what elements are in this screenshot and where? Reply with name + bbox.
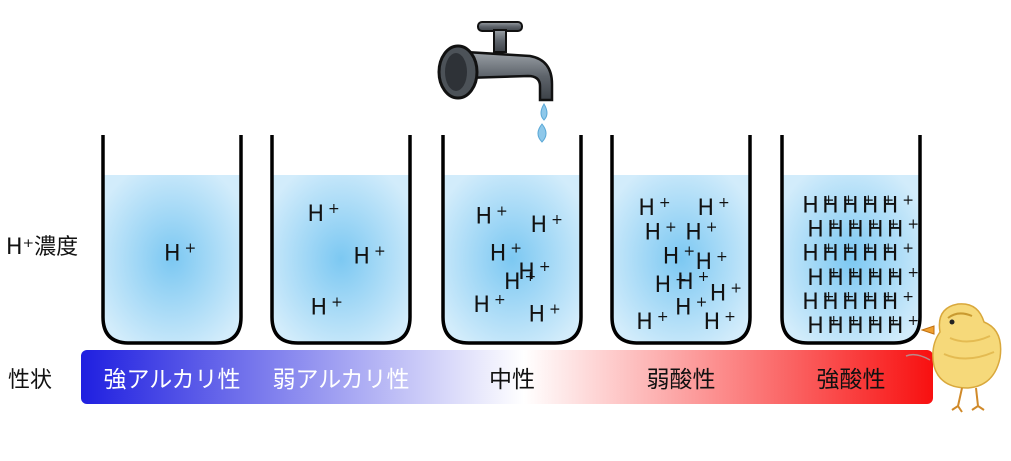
h-ion-label: H+: [822, 241, 854, 267]
h-ion-label: H+: [528, 302, 560, 328]
scale-label: 強アルカリ性: [103, 367, 240, 393]
h-ion-label: H+: [473, 292, 505, 318]
h-ion-label: H+: [353, 243, 385, 269]
h-ion-label: H+: [697, 195, 729, 221]
beaker: H+H+H+H+H+H+H+H+H+H+H+H+: [610, 135, 752, 345]
h-ion-label: H+: [675, 295, 707, 321]
beaker-water: [443, 175, 581, 343]
h-ion-label: H+: [636, 309, 668, 335]
h-ion-label: H+: [695, 249, 727, 275]
h-ion-label: H+: [704, 309, 736, 335]
h-ion-label: H+: [862, 289, 894, 315]
beaker-outline: [101, 135, 243, 345]
beaker-water: [782, 175, 920, 343]
h-ion-label: H+: [638, 195, 670, 221]
h-ion-label: H+: [847, 265, 879, 291]
beaker-group: H+H+H+H+H+H+H+H+H+H+H+H+H+H+H+H+H+H+H+H+…: [101, 135, 922, 345]
beaker: H+ H+ H+: [270, 135, 412, 345]
concentration-row-label: H⁺濃度: [6, 235, 78, 260]
h-ion-label: H+: [867, 313, 899, 339]
h-ion-label: H+: [822, 289, 854, 315]
h-ion-label: H+: [164, 241, 196, 267]
faucet-icon: [437, 21, 554, 102]
beaker-water: [103, 175, 241, 343]
h-ion-label: H+: [867, 217, 899, 243]
h-ion-label: H+: [882, 241, 914, 267]
h-ion-label: H+: [887, 265, 919, 291]
beaker-outline: [270, 135, 412, 345]
h-ion-label: H+: [882, 289, 914, 315]
h-ion-label: H+: [862, 192, 894, 218]
beaker-water: [612, 175, 750, 343]
h-ion-label: H+: [887, 217, 919, 243]
h-ion-label: H+: [842, 192, 874, 218]
h-ion-label: H+: [663, 243, 695, 269]
property-row-label: 性状: [8, 368, 52, 393]
h-ion-label: H+: [882, 192, 914, 218]
h-ion-label: H+: [685, 219, 717, 245]
beaker-outline: [780, 135, 922, 345]
h-ion-label: H+: [887, 313, 919, 339]
water-drop-icon: [537, 103, 548, 143]
h-ion-label: H+: [308, 201, 340, 227]
scale-label: 強酸性: [817, 367, 886, 393]
h-ion-label: H+: [710, 280, 742, 306]
beaker: H+H+H+H+H+H+H+: [441, 135, 583, 345]
beaker: H+: [101, 135, 243, 345]
h-ion-label: H+: [842, 241, 874, 267]
h-ion-label: H+: [475, 204, 507, 230]
property-scale-labels: 強アルカリ性 弱アルカリ性 中性 弱酸性 強酸性: [103, 367, 885, 393]
h-ion-label: H+: [827, 313, 859, 339]
h-ion-label: H+: [807, 265, 839, 291]
h-ion-label: H+: [802, 241, 834, 267]
beaker-outline: [441, 135, 583, 345]
h-ion-label: H+: [807, 313, 839, 339]
h-ion-label: H+: [842, 289, 874, 315]
scale-label: 中性: [489, 367, 535, 393]
h-ion-label: H+: [802, 192, 834, 218]
chick-icon: [905, 303, 1002, 413]
h-ion-label: H+: [847, 313, 879, 339]
h-ion-label: H+: [822, 192, 854, 218]
beaker-water: [272, 175, 410, 343]
h-ion-label: H+: [531, 212, 563, 238]
h-ion-label: H+: [827, 265, 859, 291]
h-ion-label: H+: [827, 217, 859, 243]
h-ion-label: H+: [311, 295, 343, 321]
property-scale-bar: [81, 350, 933, 404]
beaker-outline: [610, 135, 752, 345]
h-ion-label: H+: [802, 289, 834, 315]
scale-label: 弱酸性: [647, 367, 716, 393]
h-ion-label: H+: [518, 259, 550, 285]
h-ion-label: H+: [867, 265, 899, 291]
h-ion-label: H+: [807, 217, 839, 243]
beaker: H+H+H+H+H+H+H+H+H+H+H+H+H+H+H+H+H+H+H+H+…: [780, 135, 922, 345]
h-ion-label: H+: [847, 217, 879, 243]
h-ion-label: H+: [677, 269, 709, 295]
h-ion-label: H+: [644, 219, 676, 245]
h-ion-label: H+: [490, 241, 522, 267]
h-ion-label: H+: [862, 241, 894, 267]
scale-label: 弱アルカリ性: [272, 367, 409, 393]
h-ion-label: H+: [504, 269, 536, 295]
h-ion-label: H+: [655, 272, 687, 298]
